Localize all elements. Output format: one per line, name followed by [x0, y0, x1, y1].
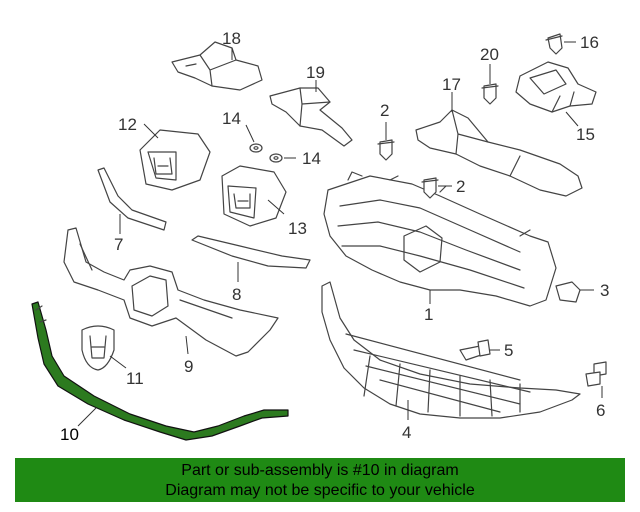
part-11-emblem[interactable] — [81, 325, 115, 371]
part-8-molding-strip[interactable] — [191, 235, 311, 269]
part-1-grille-base[interactable] — [323, 171, 557, 307]
callout-3: 3 — [600, 281, 609, 300]
callout-20: 20 — [480, 45, 499, 64]
callout-19: 19 — [306, 63, 325, 82]
part-16-clip[interactable] — [545, 33, 563, 55]
callout-14-upper: 14 — [222, 109, 241, 128]
part-2-clip-upper[interactable] — [377, 139, 395, 161]
callout-9: 9 — [184, 357, 193, 376]
part-13-emblem-housing[interactable] — [221, 165, 287, 227]
callout-2-lower: 2 — [456, 177, 465, 196]
callout-6: 6 — [596, 401, 605, 420]
callout-4: 4 — [402, 423, 411, 442]
part-14-washer-lower[interactable] — [269, 153, 283, 163]
callout-1: 1 — [424, 305, 433, 324]
callout-18: 18 — [222, 29, 241, 48]
callout-11: 11 — [126, 369, 144, 388]
part-12-emblem-housing[interactable] — [139, 129, 211, 191]
callout-17: 17 — [442, 75, 461, 94]
banner-line-2: Diagram may not be specific to your vehi… — [165, 482, 475, 499]
callout-10: 10 — [60, 425, 79, 444]
callout-7: 7 — [114, 235, 123, 254]
exploded-parts-diagram: 18 19 12 14 14 13 7 8 — [31, 29, 609, 444]
callout-8: 8 — [232, 285, 241, 304]
info-banner: Part or sub-assembly is #10 in diagram D… — [15, 458, 625, 502]
part-3-clip[interactable] — [555, 281, 581, 303]
part-5-bolt[interactable] — [459, 339, 491, 361]
part-7-molding-strip[interactable] — [97, 167, 167, 231]
callout-14-lower: 14 — [302, 149, 321, 168]
banner-line-1: Part or sub-assembly is #10 in diagram — [181, 462, 459, 479]
part-20-clip[interactable] — [481, 83, 499, 105]
part-6-bolt[interactable] — [585, 361, 607, 387]
part-10-lower-molding[interactable] — [31, 301, 289, 441]
part-15-bracket[interactable] — [515, 61, 597, 113]
callout-13: 13 — [288, 219, 307, 238]
part-9-grille-molding[interactable] — [63, 227, 279, 357]
callout-5: 5 — [504, 341, 513, 360]
callout-2-upper: 2 — [380, 101, 389, 120]
part-2-clip-lower[interactable] — [421, 177, 439, 199]
callout-15: 15 — [576, 125, 595, 144]
part-17-bracket[interactable] — [415, 109, 583, 197]
part-19-bracket[interactable] — [269, 87, 353, 147]
part-4-lower-grille[interactable] — [321, 281, 581, 419]
callout-16: 16 — [580, 33, 599, 52]
callout-12: 12 — [118, 115, 137, 134]
part-14-washer-upper[interactable] — [249, 143, 263, 153]
part-18-bracket[interactable] — [171, 41, 263, 91]
